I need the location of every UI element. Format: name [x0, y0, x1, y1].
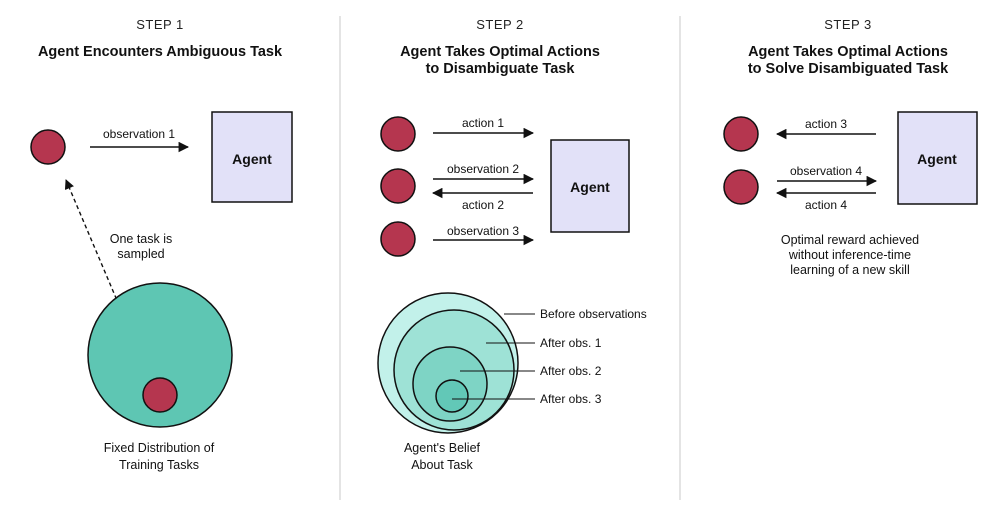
step2-title-line2: to Disambiguate Task [426, 61, 576, 77]
belief-label-after-obs-2: After obs. 2 [540, 364, 602, 378]
step1-agent-box [211, 111, 293, 203]
task-dot-2 [380, 168, 416, 204]
action3-label: action 3 [805, 117, 847, 131]
action1-label: action 1 [462, 116, 504, 130]
step2-agent-label: Agent [570, 179, 610, 195]
observation3-label: observation 3 [447, 224, 519, 238]
step2-agent-box [550, 139, 630, 233]
result-caption-line2: without inference-time [788, 248, 911, 262]
task-dot-3 [380, 221, 416, 257]
step3-label: STEP 3 [824, 17, 872, 32]
belief-label-before-observations: Before observations [540, 307, 647, 321]
action2-label: action 2 [462, 198, 504, 212]
step1-panel: STEP 1 Agent Encounters Ambiguous Task o… [30, 17, 293, 472]
sample-caption-line1: One task is [110, 232, 173, 246]
distribution-caption-line2: Training Tasks [119, 458, 199, 472]
belief-caption-line2: About Task [411, 458, 473, 472]
task-dot-1 [380, 116, 416, 152]
step3-agent-label: Agent [917, 151, 957, 167]
step3-agent-box [897, 111, 978, 205]
step2-label: STEP 2 [476, 17, 524, 32]
training-distribution-circle [87, 282, 233, 428]
step3-panel: STEP 3 Agent Takes Optimal Actions to So… [723, 17, 978, 277]
sample-caption-line2: sampled [117, 247, 164, 261]
observation1-label: observation 1 [103, 127, 175, 141]
task-dot-4 [723, 116, 759, 152]
observation4-label: observation 4 [790, 164, 862, 178]
result-caption-line1: Optimal reward achieved [781, 233, 919, 247]
sampled-task-dot [30, 129, 66, 165]
step1-title: Agent Encounters Ambiguous Task [38, 44, 283, 60]
step2-panel: STEP 2 Agent Takes Optimal Actions to Di… [377, 17, 647, 472]
belief-label-after-obs-3: After obs. 3 [540, 392, 602, 406]
step3-title-line1: Agent Takes Optimal Actions [748, 44, 948, 60]
distribution-caption-line1: Fixed Distribution of [104, 441, 215, 455]
sampled-task-in-distribution [142, 377, 178, 413]
observation2-label: observation 2 [447, 162, 519, 176]
step3-title-line2: to Solve Disambiguated Task [748, 61, 949, 77]
task-dot-5 [723, 169, 759, 205]
belief-label-after-obs-1: After obs. 1 [540, 336, 602, 350]
belief-circle-after-obs-3 [435, 379, 469, 413]
step2-title-line1: Agent Takes Optimal Actions [400, 44, 600, 60]
step1-agent-label: Agent [232, 151, 272, 167]
step1-label: STEP 1 [136, 17, 184, 32]
action4-label: action 4 [805, 198, 847, 212]
belief-caption-line1: Agent's Belief [404, 441, 481, 455]
result-caption-line3: learning of a new skill [790, 263, 910, 277]
